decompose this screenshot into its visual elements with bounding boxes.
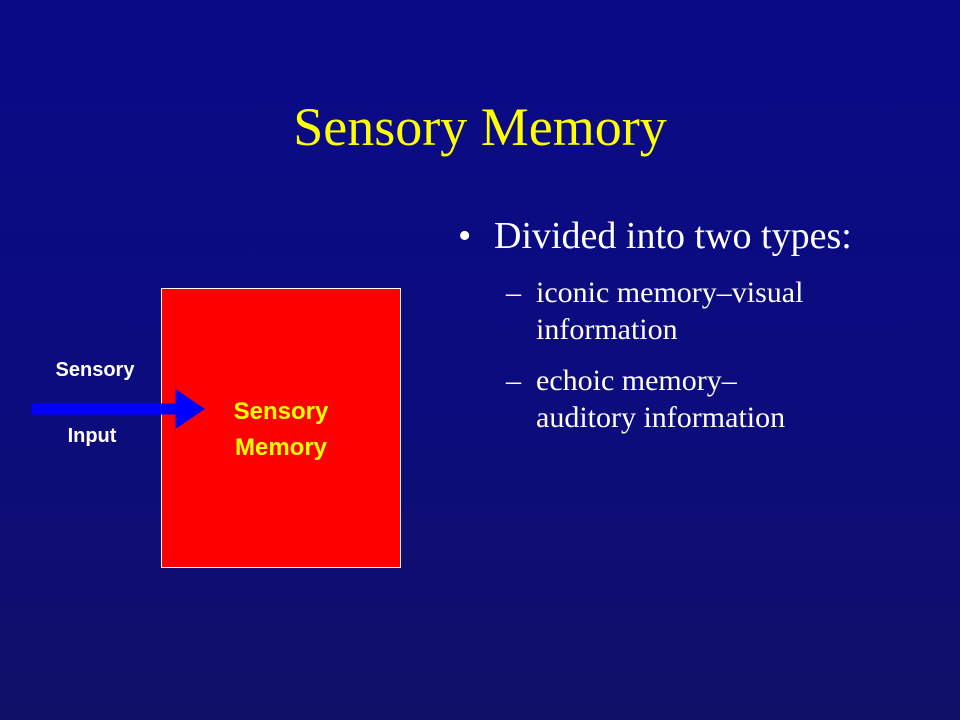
sub-item-iconic-line-2: information [536,313,678,346]
sensory-memory-label: Sensory Memory [195,394,367,466]
sensory-input-label-bottom: Input [67,425,117,447]
sub-item-iconic-line-1: iconic memory–visual [536,276,804,309]
sensory-memory-box [161,288,401,568]
sub-item-echoic-line-1: echoic memory– [536,364,737,397]
sub-dash: – [506,364,521,397]
sub-dash: – [506,276,521,309]
sub-item-iconic: – iconic memory–visual information [456,274,936,348]
box-label-line-2: Memory [234,434,328,461]
bullet-dot: • [458,215,472,257]
sensory-input-label-top: Sensory [55,359,135,381]
slide-title: Sensory Memory [293,97,667,157]
input-arrow [31,389,205,429]
bullet-list: • Divided into two types: – iconic memor… [456,212,936,450]
input-arrow-shape [31,389,205,429]
sub-item-echoic-line-2: auditory information [536,401,786,434]
bullet-main-text: Divided into two types: [494,215,852,257]
sub-item-echoic: – echoic memory– auditory information [456,362,936,436]
bullet-item-main: • Divided into two types: [456,212,936,260]
box-label-line-1: Sensory [233,398,329,425]
